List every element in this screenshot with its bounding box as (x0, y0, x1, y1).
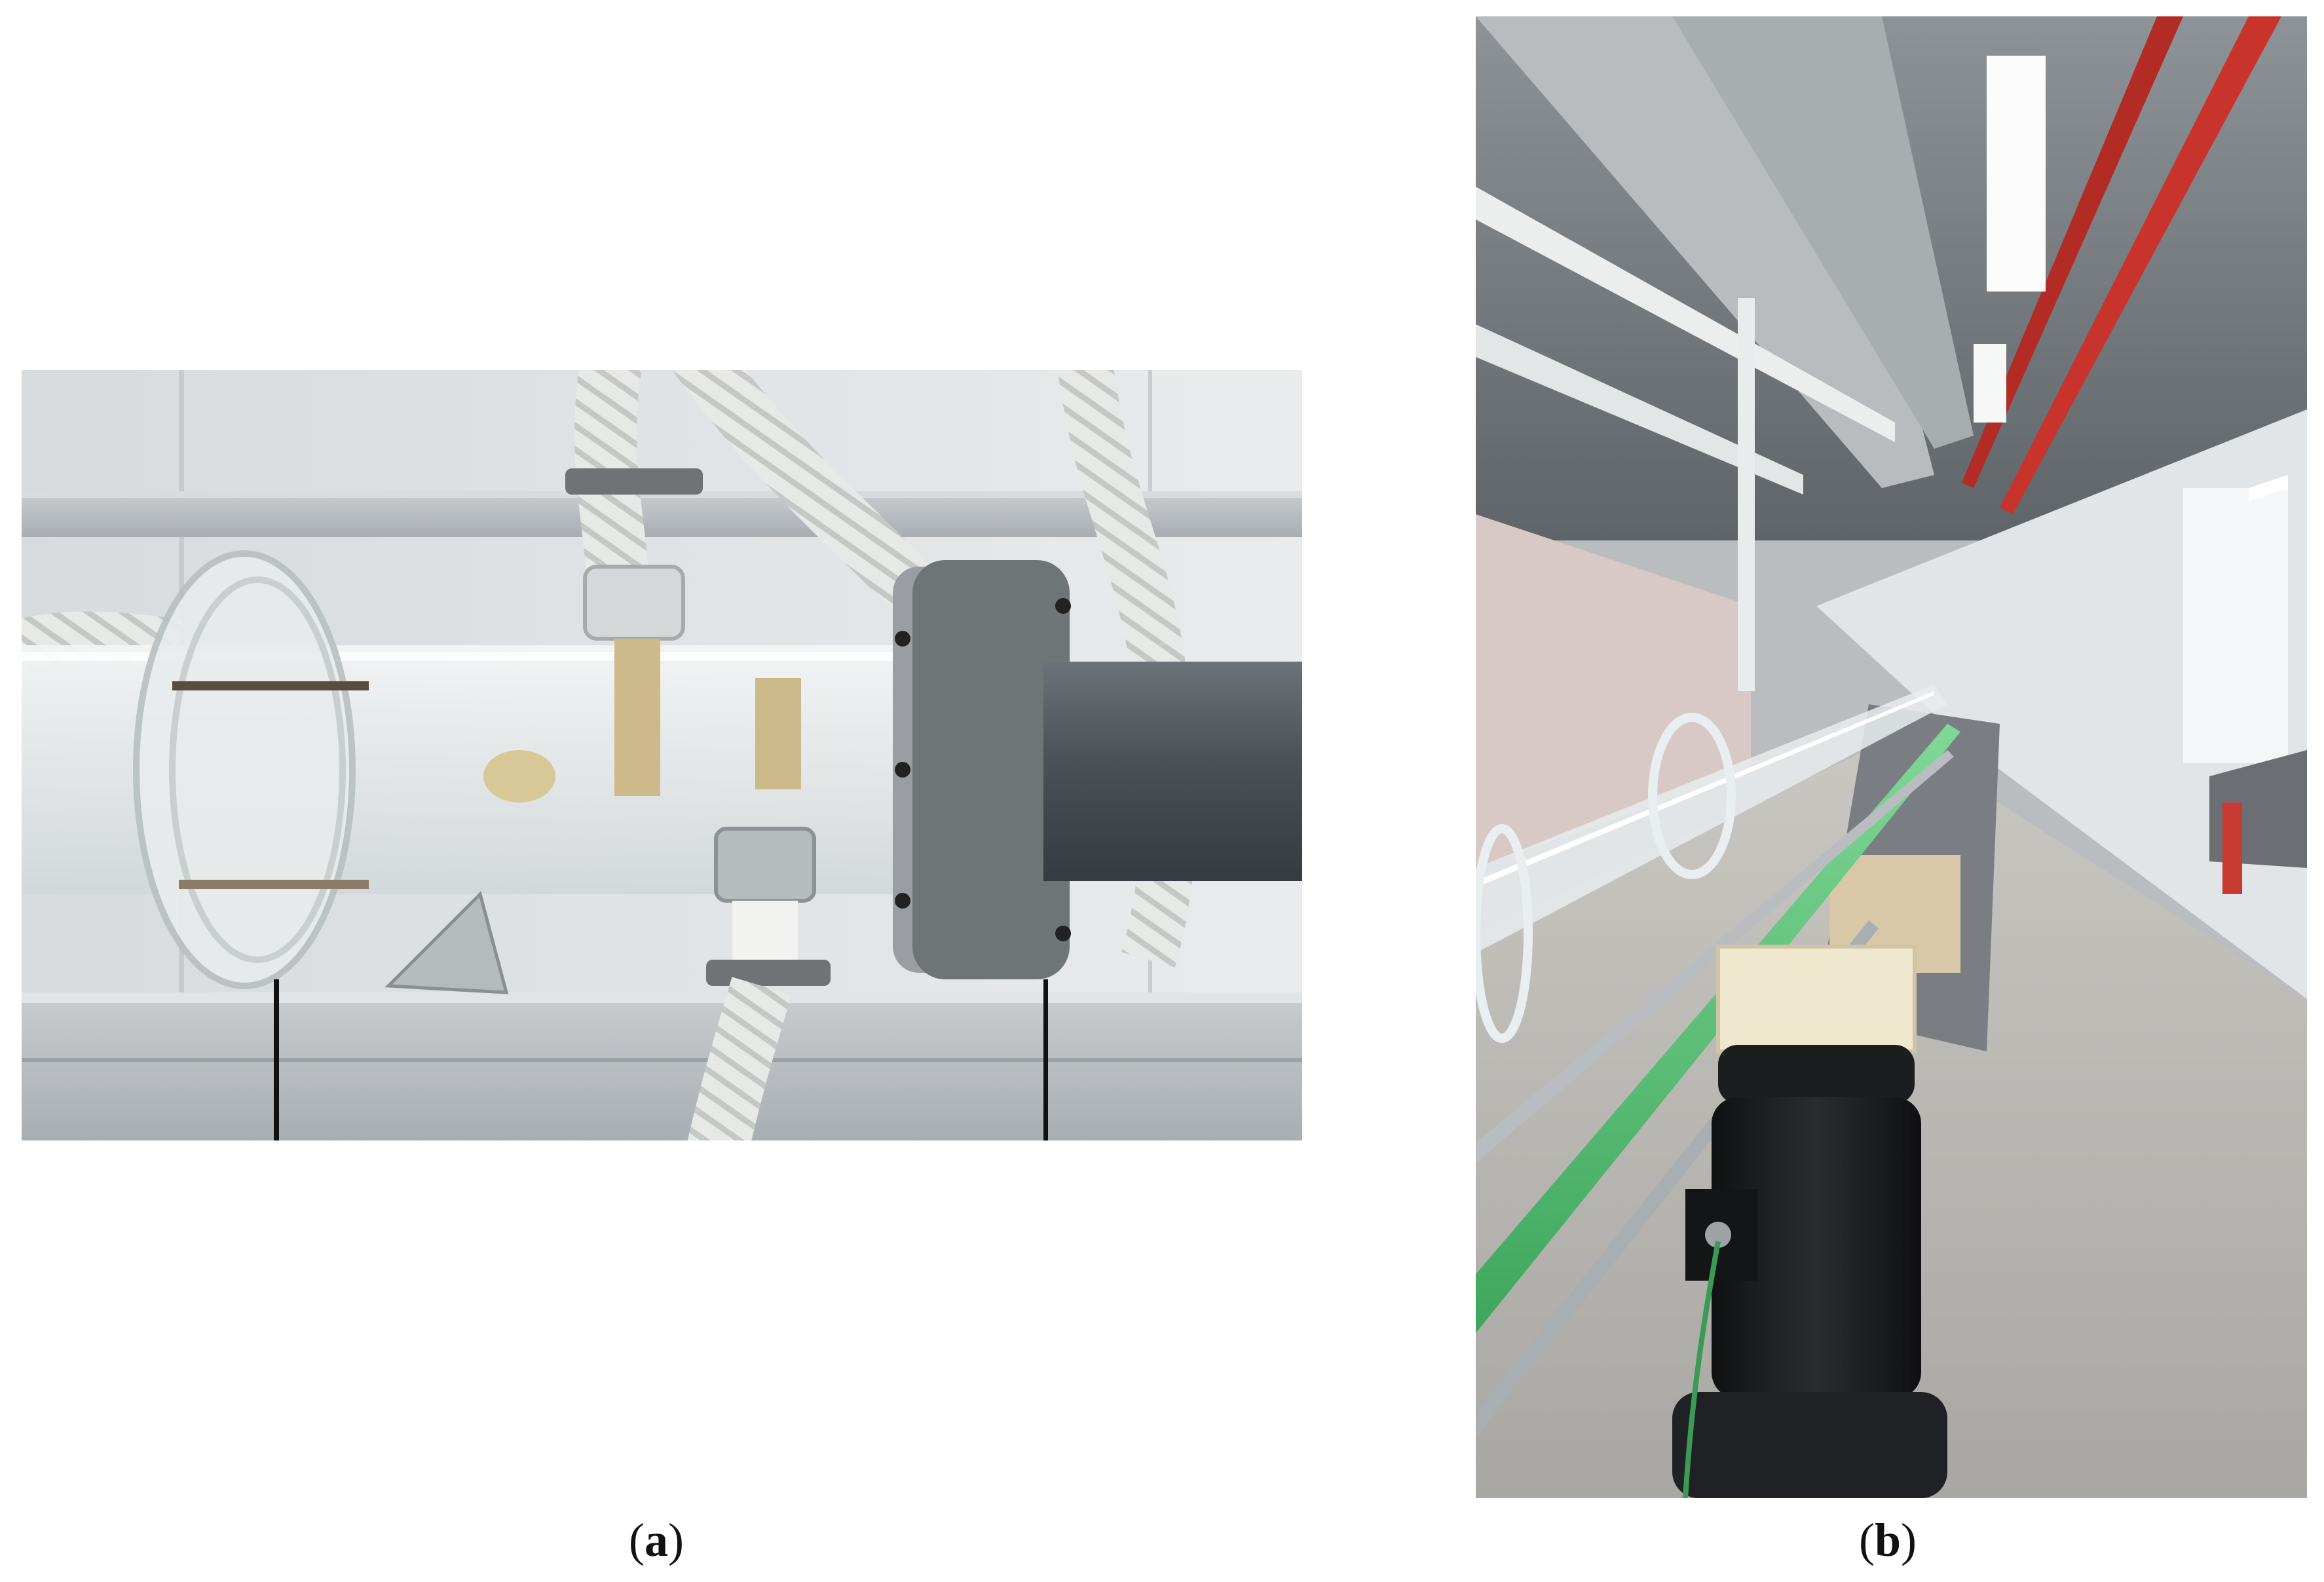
photo-b-illustration (1476, 16, 2307, 1498)
photo-panel-b (1476, 16, 2307, 1498)
caption-b: (b) (1859, 1514, 1917, 1566)
caption-a-letter: a (644, 1514, 668, 1566)
photo-a-illustration (22, 370, 1302, 1140)
photo-panel-a (22, 370, 1302, 1140)
caption-b-letter: b (1874, 1514, 1902, 1566)
caption-a: (a) (629, 1514, 684, 1566)
